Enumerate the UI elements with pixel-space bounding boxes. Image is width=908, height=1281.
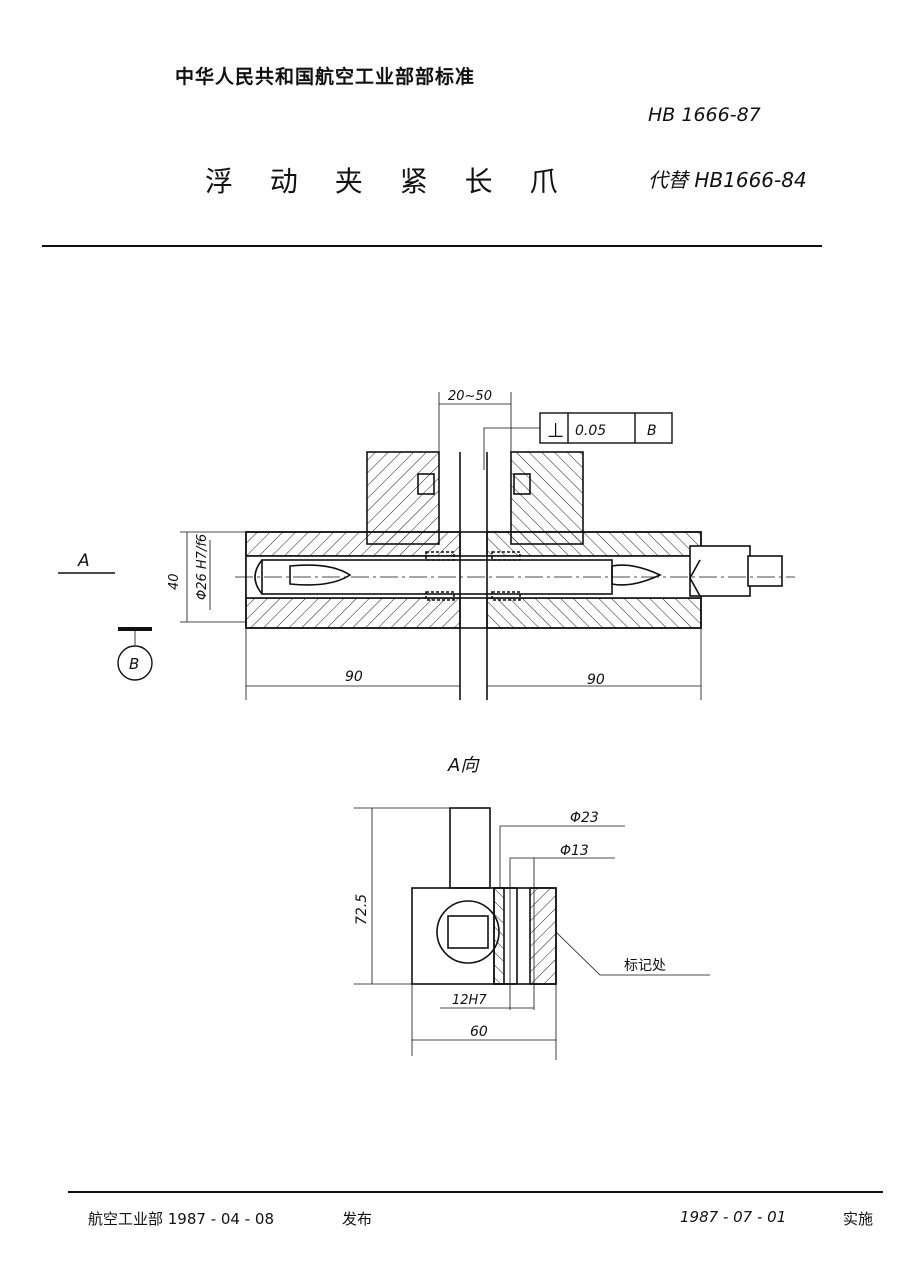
tolerance-value: 0.05 [575,423,606,439]
dim-72-5: 72.5 [354,894,370,925]
document-title: 浮 动 夹 紧 长 爪 [205,165,572,198]
standard-number: HB 1666-87 [648,104,761,126]
dim-height-40: 40 [167,573,182,590]
effective-date: 1987 - 07 - 01 [680,1208,787,1226]
issuing-organization: 中华人民共和国航空工业部部标准 [175,66,476,88]
dim-phi23: Φ23 [570,810,599,826]
datum-b-label: B [129,655,139,673]
view-arrow-a: A [77,551,90,571]
dim-left-90: 90 [345,669,363,685]
tolerance-datum: B [647,423,657,439]
perpendicularity-symbol: ⊥ [547,418,564,442]
dim-12h7: 12H7 [452,993,487,1008]
right-upper-jaw [510,451,584,545]
implement-label: 实施 [843,1210,874,1228]
issuer-and-date: 航空工业部 1987 - 04 - 08 [88,1210,275,1228]
dim-60: 60 [470,1024,488,1040]
main-section-view [58,392,795,700]
dim-phi13: Φ13 [560,843,589,859]
footer-rule [68,1191,883,1193]
view-a-drawing [354,807,710,1060]
issue-label: 发布 [342,1210,373,1228]
header-rule [42,245,822,247]
supersedes-note: 代替 HB1666-84 [648,168,807,192]
dim-bore-fit: Φ26 H7/f6 [195,534,210,600]
view-a-title: A向 [447,755,480,776]
dim-gap-label: 20~50 [448,389,492,404]
dim-right-90: 90 [587,672,605,688]
left-upper-jaw [366,451,440,545]
mark-location-label: 标记处 [624,958,666,974]
